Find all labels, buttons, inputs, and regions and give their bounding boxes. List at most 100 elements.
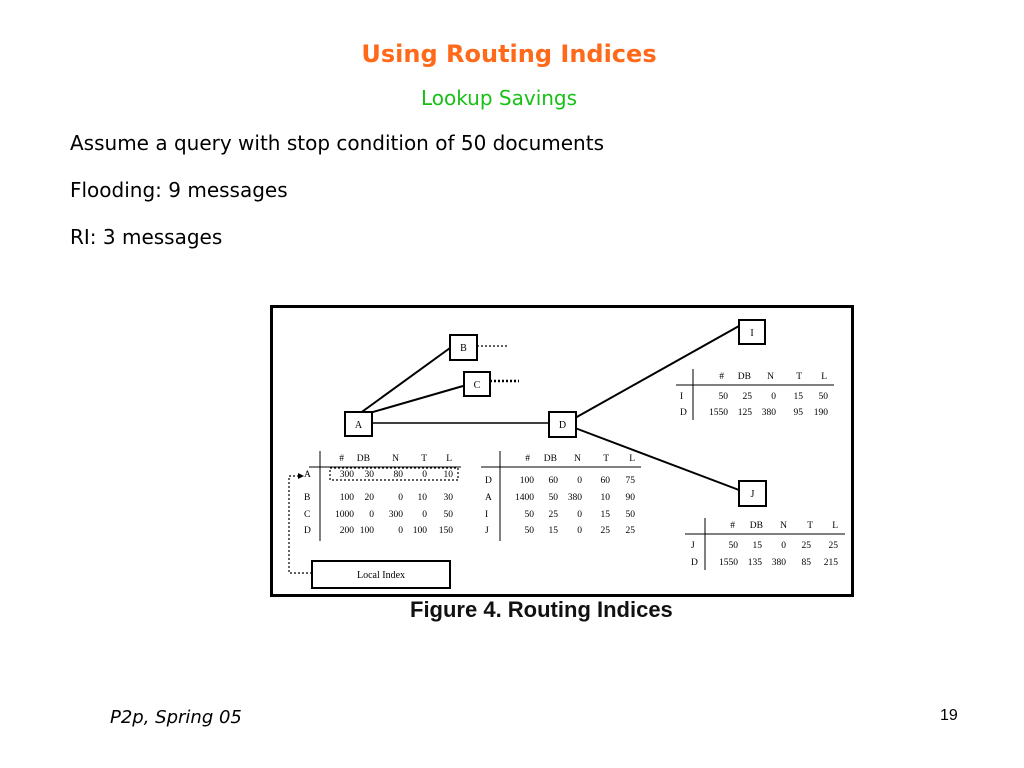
edge-d-i [574, 325, 740, 419]
table-j-cell: 215 [824, 558, 839, 568]
table-j-cell: 25 [802, 541, 812, 551]
table-d-cell: 25 [626, 526, 636, 536]
table-a-cell: 80 [394, 470, 404, 480]
table-a: # DB N T L A 300 30 80 0 10 B 100 20 0 1… [304, 451, 461, 541]
node-d: D [548, 411, 577, 438]
table-i-cell: 50 [719, 392, 729, 402]
table-i-cell: I [680, 392, 683, 402]
table-a-cell: 50 [444, 510, 454, 520]
routing-indices-figure: B C A D I J Local Index [270, 305, 854, 597]
svg-text:J: J [751, 489, 755, 500]
table-i-cell: 50 [819, 392, 829, 402]
table-j-header-t: T [807, 521, 813, 531]
table-d-cell: 0 [577, 476, 582, 486]
table-a-cell: A [304, 470, 311, 480]
table-i-header-count: # [719, 372, 724, 382]
svg-text:D: D [559, 420, 566, 431]
table-a-cell: 0 [398, 526, 403, 536]
table-a-cell: 200 [340, 526, 355, 536]
table-i-header-l: L [821, 372, 827, 382]
table-d-cell: 60 [601, 476, 611, 486]
table-d-cell: 75 [626, 476, 636, 486]
table-a-cell: 100 [413, 526, 428, 536]
table-j: # DB N T L J 50 15 0 25 25 D 1550 135 38… [685, 518, 845, 570]
table-i-cell: D [680, 408, 687, 418]
svg-text:Local Index: Local Index [357, 570, 405, 581]
table-d: # DB N T L D 100 60 0 60 75 A 1400 50 38… [481, 451, 641, 541]
table-a-cell: 10 [444, 470, 454, 480]
table-d-cell: 10 [601, 493, 611, 503]
table-j-cell: 0 [781, 541, 786, 551]
table-i-header-t: T [796, 372, 802, 382]
table-d-header-n: N [574, 454, 581, 464]
table-a-cell: 0 [398, 493, 403, 503]
table-a-cell: 0 [422, 510, 427, 520]
local-index-pointer [288, 475, 312, 574]
page-number: 19 [940, 707, 958, 724]
table-a-cell: D [304, 526, 311, 536]
node-a: A [344, 411, 373, 437]
table-a-cell: 0 [422, 470, 427, 480]
table-a-cell: 150 [439, 526, 454, 536]
table-a-header-db: DB [357, 454, 370, 464]
table-j-cell: 50 [729, 541, 739, 551]
table-d-cell: 50 [525, 510, 535, 520]
table-a-header-t: T [421, 454, 427, 464]
table-a-cell: 0 [369, 510, 374, 520]
table-j-header-l: L [832, 521, 838, 531]
table-i-cell: 380 [762, 408, 777, 418]
table-a-cell: 100 [360, 526, 375, 536]
table-j-header-n: N [780, 521, 787, 531]
table-i-header-n: N [767, 372, 774, 382]
svg-text:I: I [750, 328, 753, 339]
table-d-cell: 380 [568, 493, 583, 503]
table-d-cell: 0 [577, 510, 582, 520]
table-i-cell: 1550 [709, 408, 728, 418]
table-a-cell: 30 [365, 470, 375, 480]
table-i-cell: 25 [743, 392, 753, 402]
node-i: I [738, 319, 766, 345]
table-d-cell: 15 [601, 510, 611, 520]
table-a-header-count: # [339, 454, 344, 464]
table-d-cell: J [485, 526, 489, 536]
table-j-cell: J [691, 541, 695, 551]
table-d-cell: 50 [525, 526, 535, 536]
table-j-cell: 85 [802, 558, 812, 568]
table-a-cell: 1000 [335, 510, 354, 520]
table-a-header-n: N [392, 454, 399, 464]
table-i: # DB N T L I 50 25 0 15 50 D 1550 125 38… [676, 369, 834, 420]
svg-text:A: A [355, 420, 363, 431]
table-d-cell: A [485, 493, 492, 503]
table-a-header-l: L [446, 454, 452, 464]
table-d-cell: I [485, 510, 488, 520]
table-d-cell: 50 [549, 493, 559, 503]
local-index-arrowhead [298, 473, 304, 479]
table-d-cell: 25 [601, 526, 611, 536]
table-j-cell: 15 [753, 541, 763, 551]
table-a-cell: 20 [365, 493, 375, 503]
bullet-flooding: Flooding: 9 messages [70, 178, 288, 202]
footer-course: P2p, Spring 05 [110, 707, 242, 728]
table-d-header-t: T [603, 454, 609, 464]
node-j: J [738, 480, 767, 507]
edge-a-c [358, 385, 464, 417]
table-j-cell: 380 [772, 558, 787, 568]
table-a-cell: B [304, 493, 310, 503]
table-d-header-db: DB [544, 454, 557, 464]
slide-title: Using Routing Indices [361, 40, 657, 68]
svg-text:C: C [474, 380, 481, 391]
node-c: C [463, 371, 491, 397]
bullet-ri: RI: 3 messages [70, 225, 223, 249]
table-d-cell: 1400 [515, 493, 534, 503]
table-d-cell: 60 [549, 476, 559, 486]
network-diagram: B C A D I J Local Index [288, 319, 845, 589]
table-d-cell: 0 [577, 526, 582, 536]
table-j-cell: 1550 [719, 558, 738, 568]
table-d-header-l: L [629, 454, 635, 464]
table-a-cell: C [304, 510, 310, 520]
table-a-cell: 300 [340, 470, 355, 480]
svg-text:B: B [460, 343, 467, 354]
table-j-cell: D [691, 558, 698, 568]
table-j-cell: 135 [748, 558, 763, 568]
table-i-cell: 15 [794, 392, 804, 402]
